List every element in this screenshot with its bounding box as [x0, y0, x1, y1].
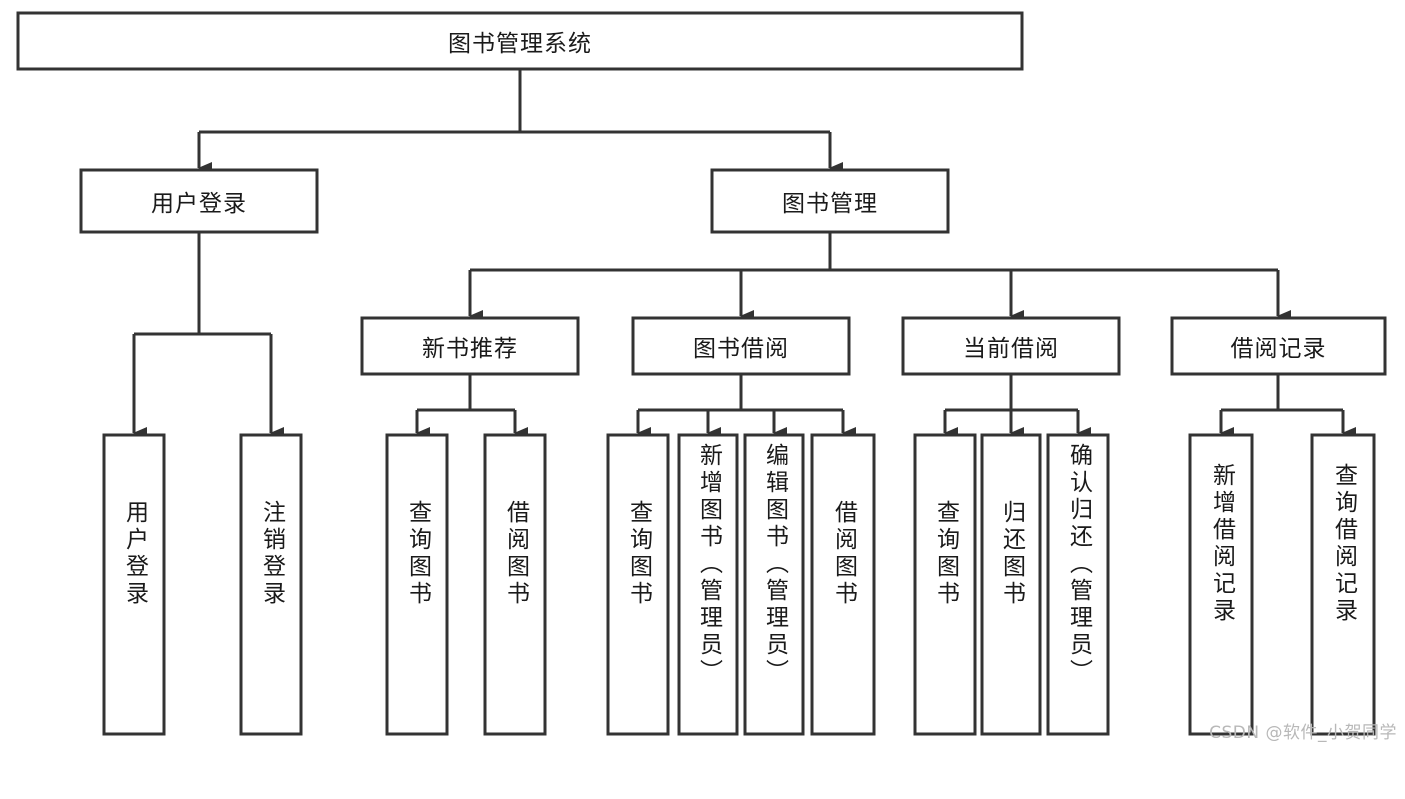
- node-book-borrow[interactable]: [631, 316, 851, 376]
- node-leaf-borrow-book[interactable]: [810, 433, 876, 736]
- node-leaf-edit-book[interactable]: [743, 433, 805, 736]
- node-leaf-user-login[interactable]: [102, 433, 166, 736]
- node-root-system[interactable]: [16, 11, 1024, 71]
- node-current-borrow[interactable]: [901, 316, 1121, 376]
- node-leaf-query-book-borrow[interactable]: [606, 433, 670, 736]
- node-new-book-recommend[interactable]: [360, 316, 580, 376]
- node-leaf-query-record[interactable]: [1310, 433, 1376, 736]
- node-leaf-add-record[interactable]: [1188, 433, 1254, 736]
- node-leaf-add-book[interactable]: [677, 433, 739, 736]
- node-leaf-query-book-rec[interactable]: [385, 433, 449, 736]
- node-leaf-borrow-book-rec[interactable]: [483, 433, 547, 736]
- node-book-management[interactable]: [710, 168, 950, 234]
- node-leaf-confirm-return[interactable]: [1046, 433, 1110, 736]
- flowchart-svg: [16, 11, 1387, 736]
- flowchart-canvas: 图书管理系统 用户登录 图书管理 新书推荐 图书借阅 当前借阅 借阅记录 用户登…: [16, 11, 1397, 743]
- node-leaf-return-book[interactable]: [980, 433, 1042, 736]
- node-user-login[interactable]: [79, 168, 319, 234]
- node-leaf-query-book-cur[interactable]: [913, 433, 977, 736]
- node-leaf-logout[interactable]: [239, 433, 303, 736]
- node-borrow-record[interactable]: [1170, 316, 1387, 376]
